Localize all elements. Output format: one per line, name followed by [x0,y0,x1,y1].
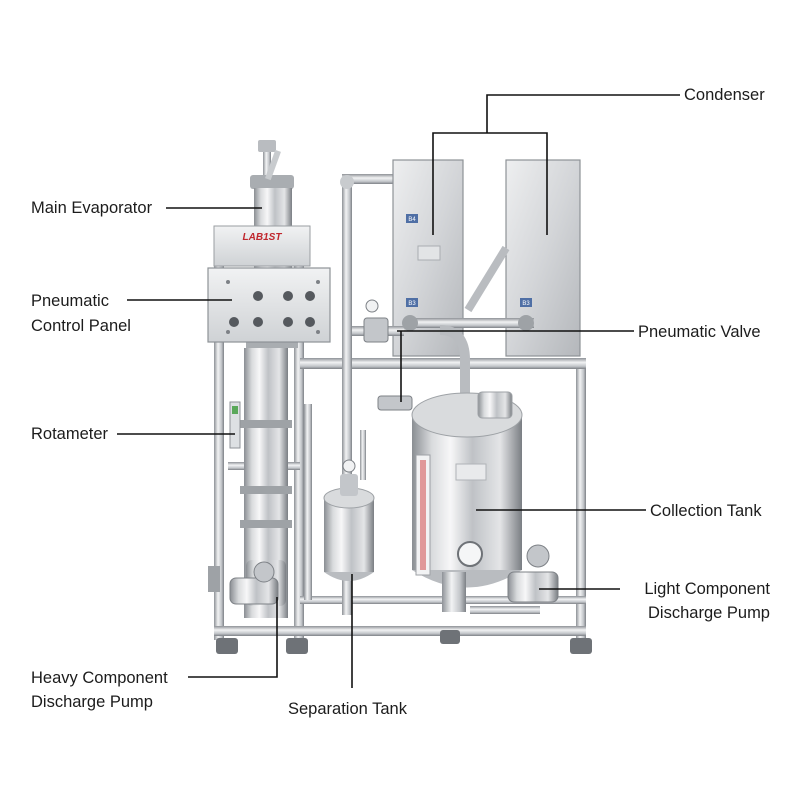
heavy-component-discharge-pump [208,561,279,605]
label-collection-tank: Collection Tank [650,502,762,520]
brand-logo: LAB1ST [243,232,283,243]
label-light-component-line2: Discharge Pump [648,604,770,622]
label-main-evaporator: Main Evaporator [31,199,153,217]
label-heavy-component-line2: Discharge Pump [31,693,153,711]
condenser-right-bottom-tag: B3 [522,301,530,307]
main-evaporator [240,140,298,618]
label-light-component-line1: Light Component [644,580,770,598]
leader-condenser-branches [432,132,548,235]
collection-tank [411,391,523,612]
label-heavy-component-line1: Heavy Component [31,669,168,687]
condenser-link-pipe [464,245,510,313]
pneumatic-control-panel [207,225,331,343]
leader-lines [117,94,680,688]
pneumatic-valve [352,299,534,411]
light-component-discharge-pump [470,544,559,614]
label-pneumatic-valve: Pneumatic Valve [638,323,761,341]
leader-condenser [486,94,680,133]
leader-heavy-pump [188,597,278,678]
label-condenser: Condenser [684,86,765,104]
condenser-left-top-tag: B4 [408,217,416,223]
condenser-left-bottom-tag: B3 [408,301,416,307]
label-pneumatic-control-panel-line1: Pneumatic [31,292,109,310]
label-rotameter: Rotameter [31,425,109,443]
label-pneumatic-control-panel-line2: Control Panel [31,317,131,335]
rotameter [229,401,241,449]
separation-tank [323,430,375,581]
label-separation-tank: Separation Tank [288,700,407,718]
